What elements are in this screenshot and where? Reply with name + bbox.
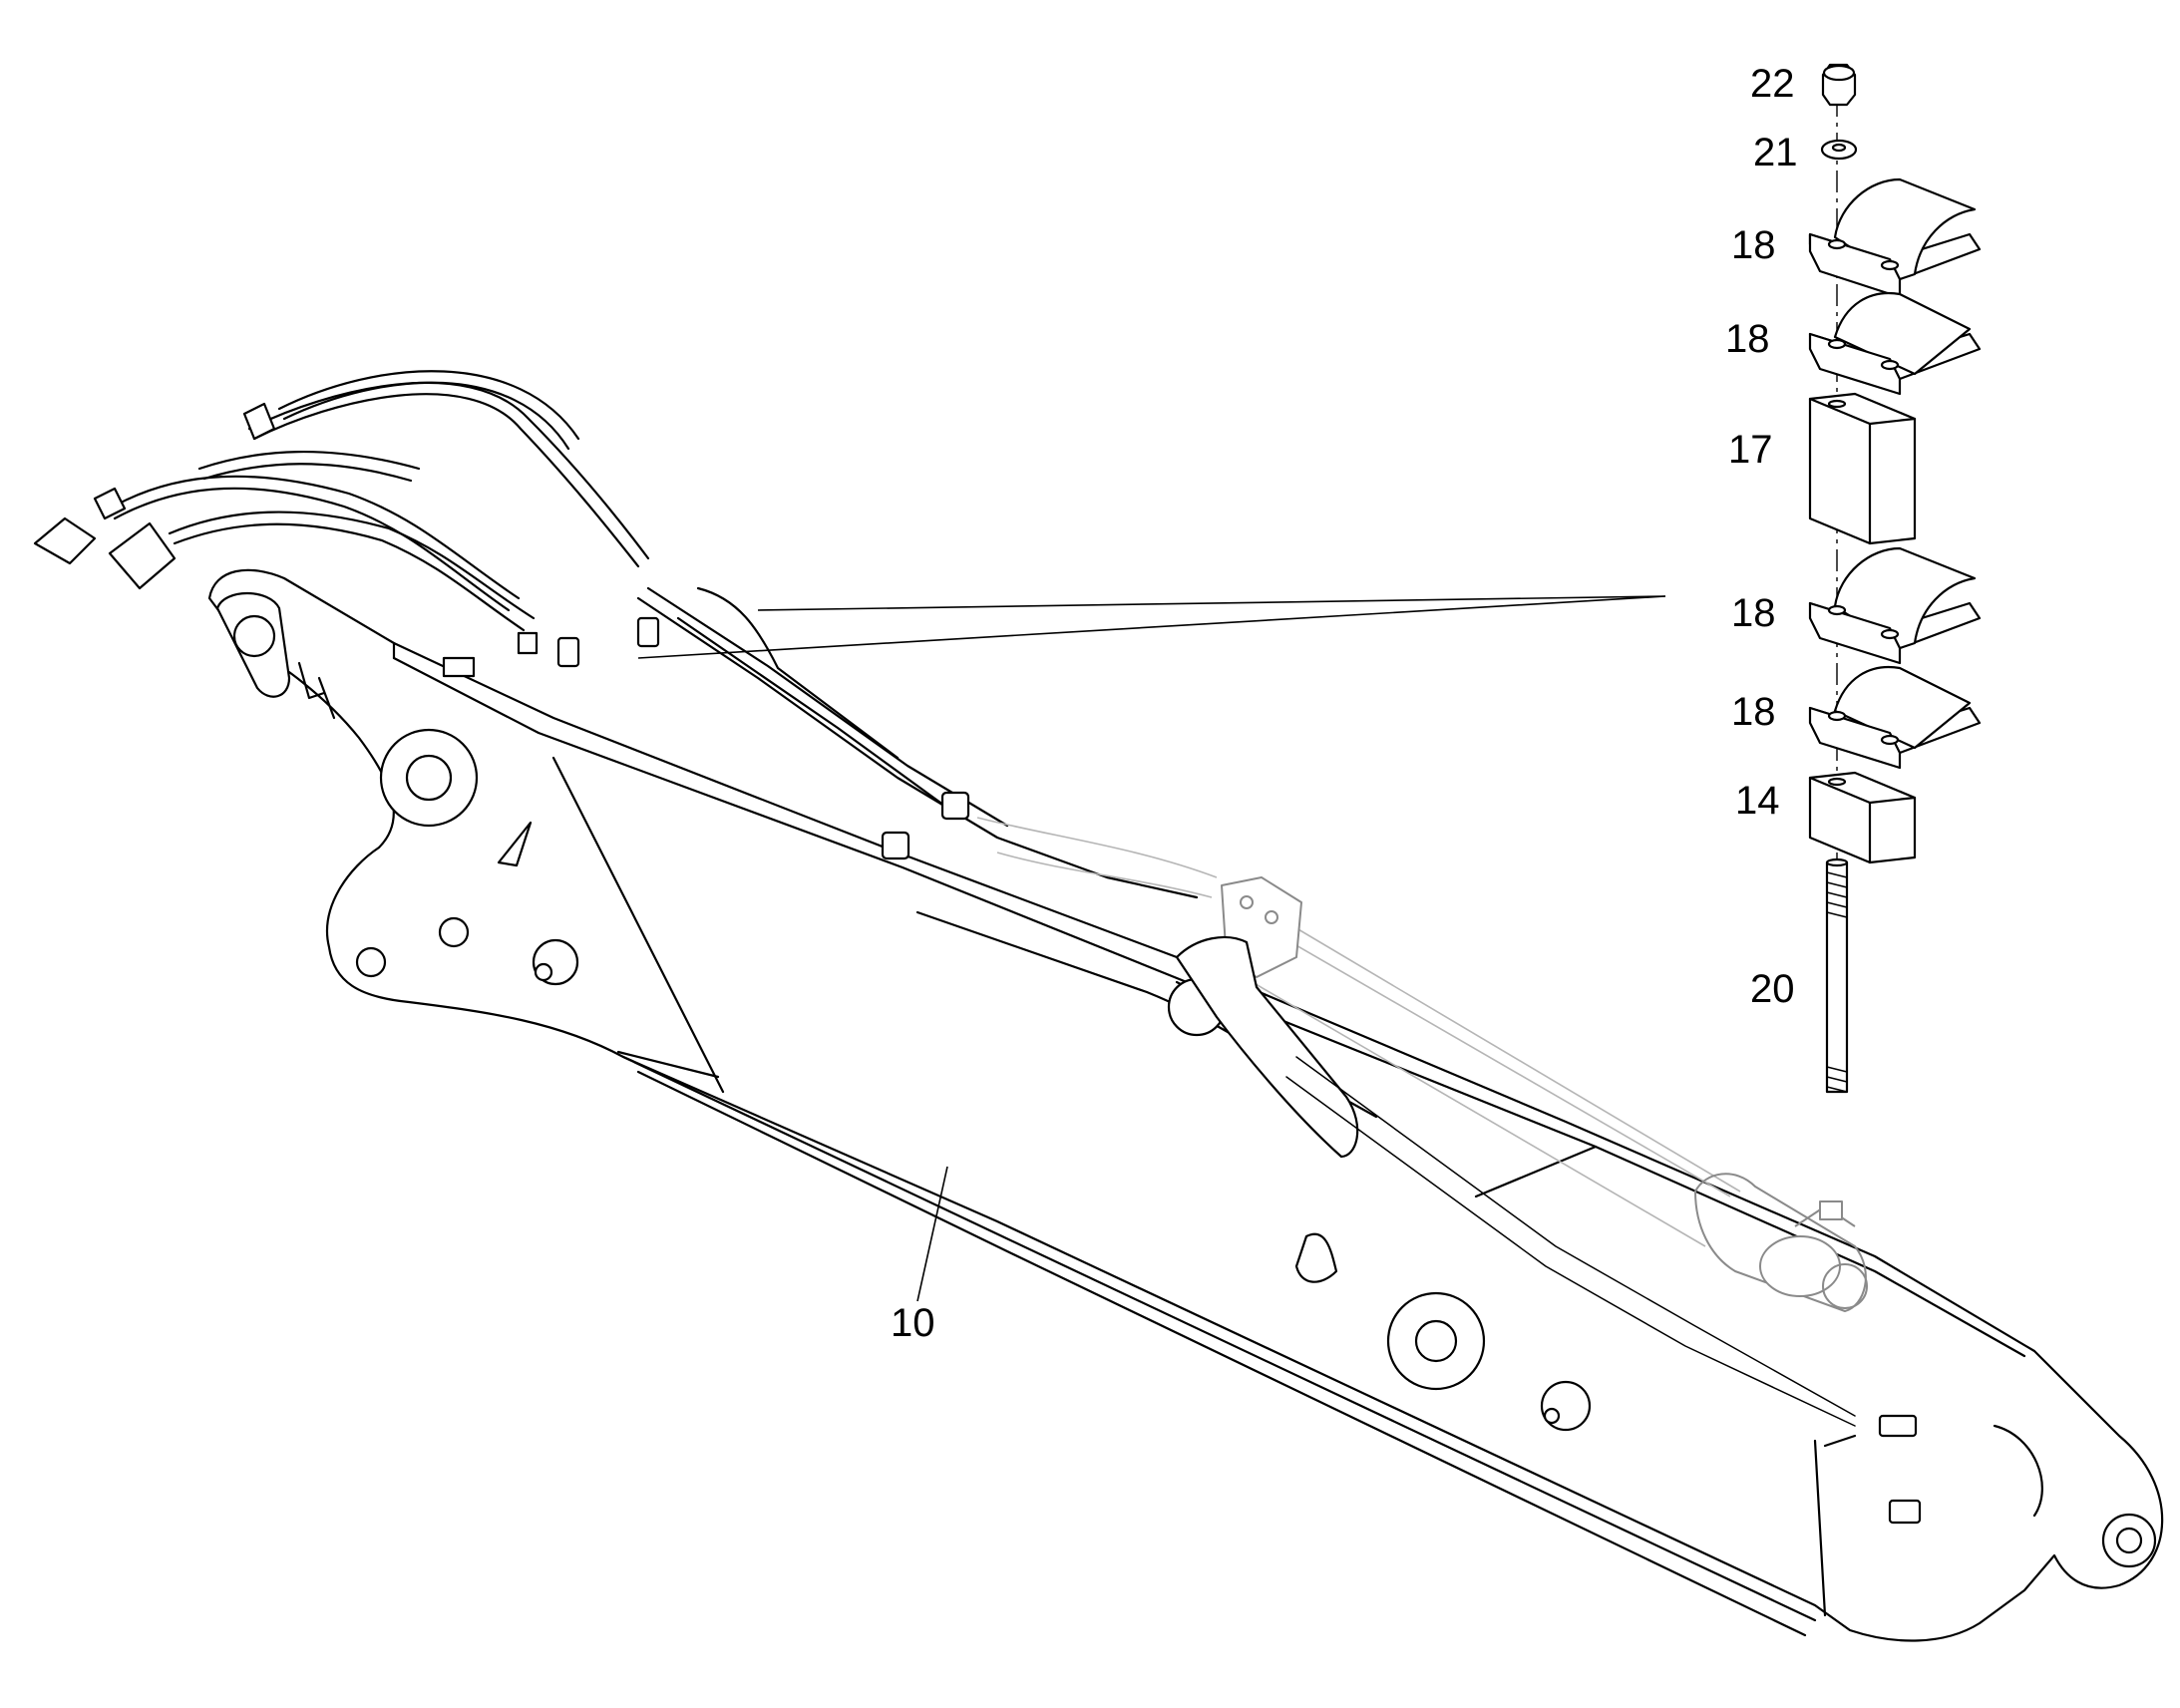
boom-cylinder bbox=[1175, 876, 1868, 1312]
callout-labels: 22 21 18 18 17 18 18 14 20 10 bbox=[891, 62, 1798, 1345]
leader-lines bbox=[637, 595, 1666, 1302]
callout-17: 17 bbox=[1728, 428, 1773, 472]
boom-structure bbox=[207, 568, 2164, 1642]
callout-18-c: 18 bbox=[1731, 591, 1776, 635]
callout-18-a: 18 bbox=[1731, 223, 1776, 267]
hydraulic-hoses bbox=[33, 370, 1922, 1525]
callout-18-b: 18 bbox=[1725, 317, 1770, 361]
callout-20: 20 bbox=[1750, 967, 1795, 1011]
callout-22: 22 bbox=[1750, 62, 1795, 106]
callout-10: 10 bbox=[891, 1301, 935, 1345]
callout-18-d: 18 bbox=[1731, 690, 1776, 734]
callout-21: 21 bbox=[1753, 131, 1798, 174]
callout-14: 14 bbox=[1735, 779, 1780, 823]
spacer-block-17 bbox=[1808, 392, 1917, 545]
clamp-assembly bbox=[1808, 63, 1982, 1094]
base-block-14 bbox=[1808, 771, 1917, 864]
